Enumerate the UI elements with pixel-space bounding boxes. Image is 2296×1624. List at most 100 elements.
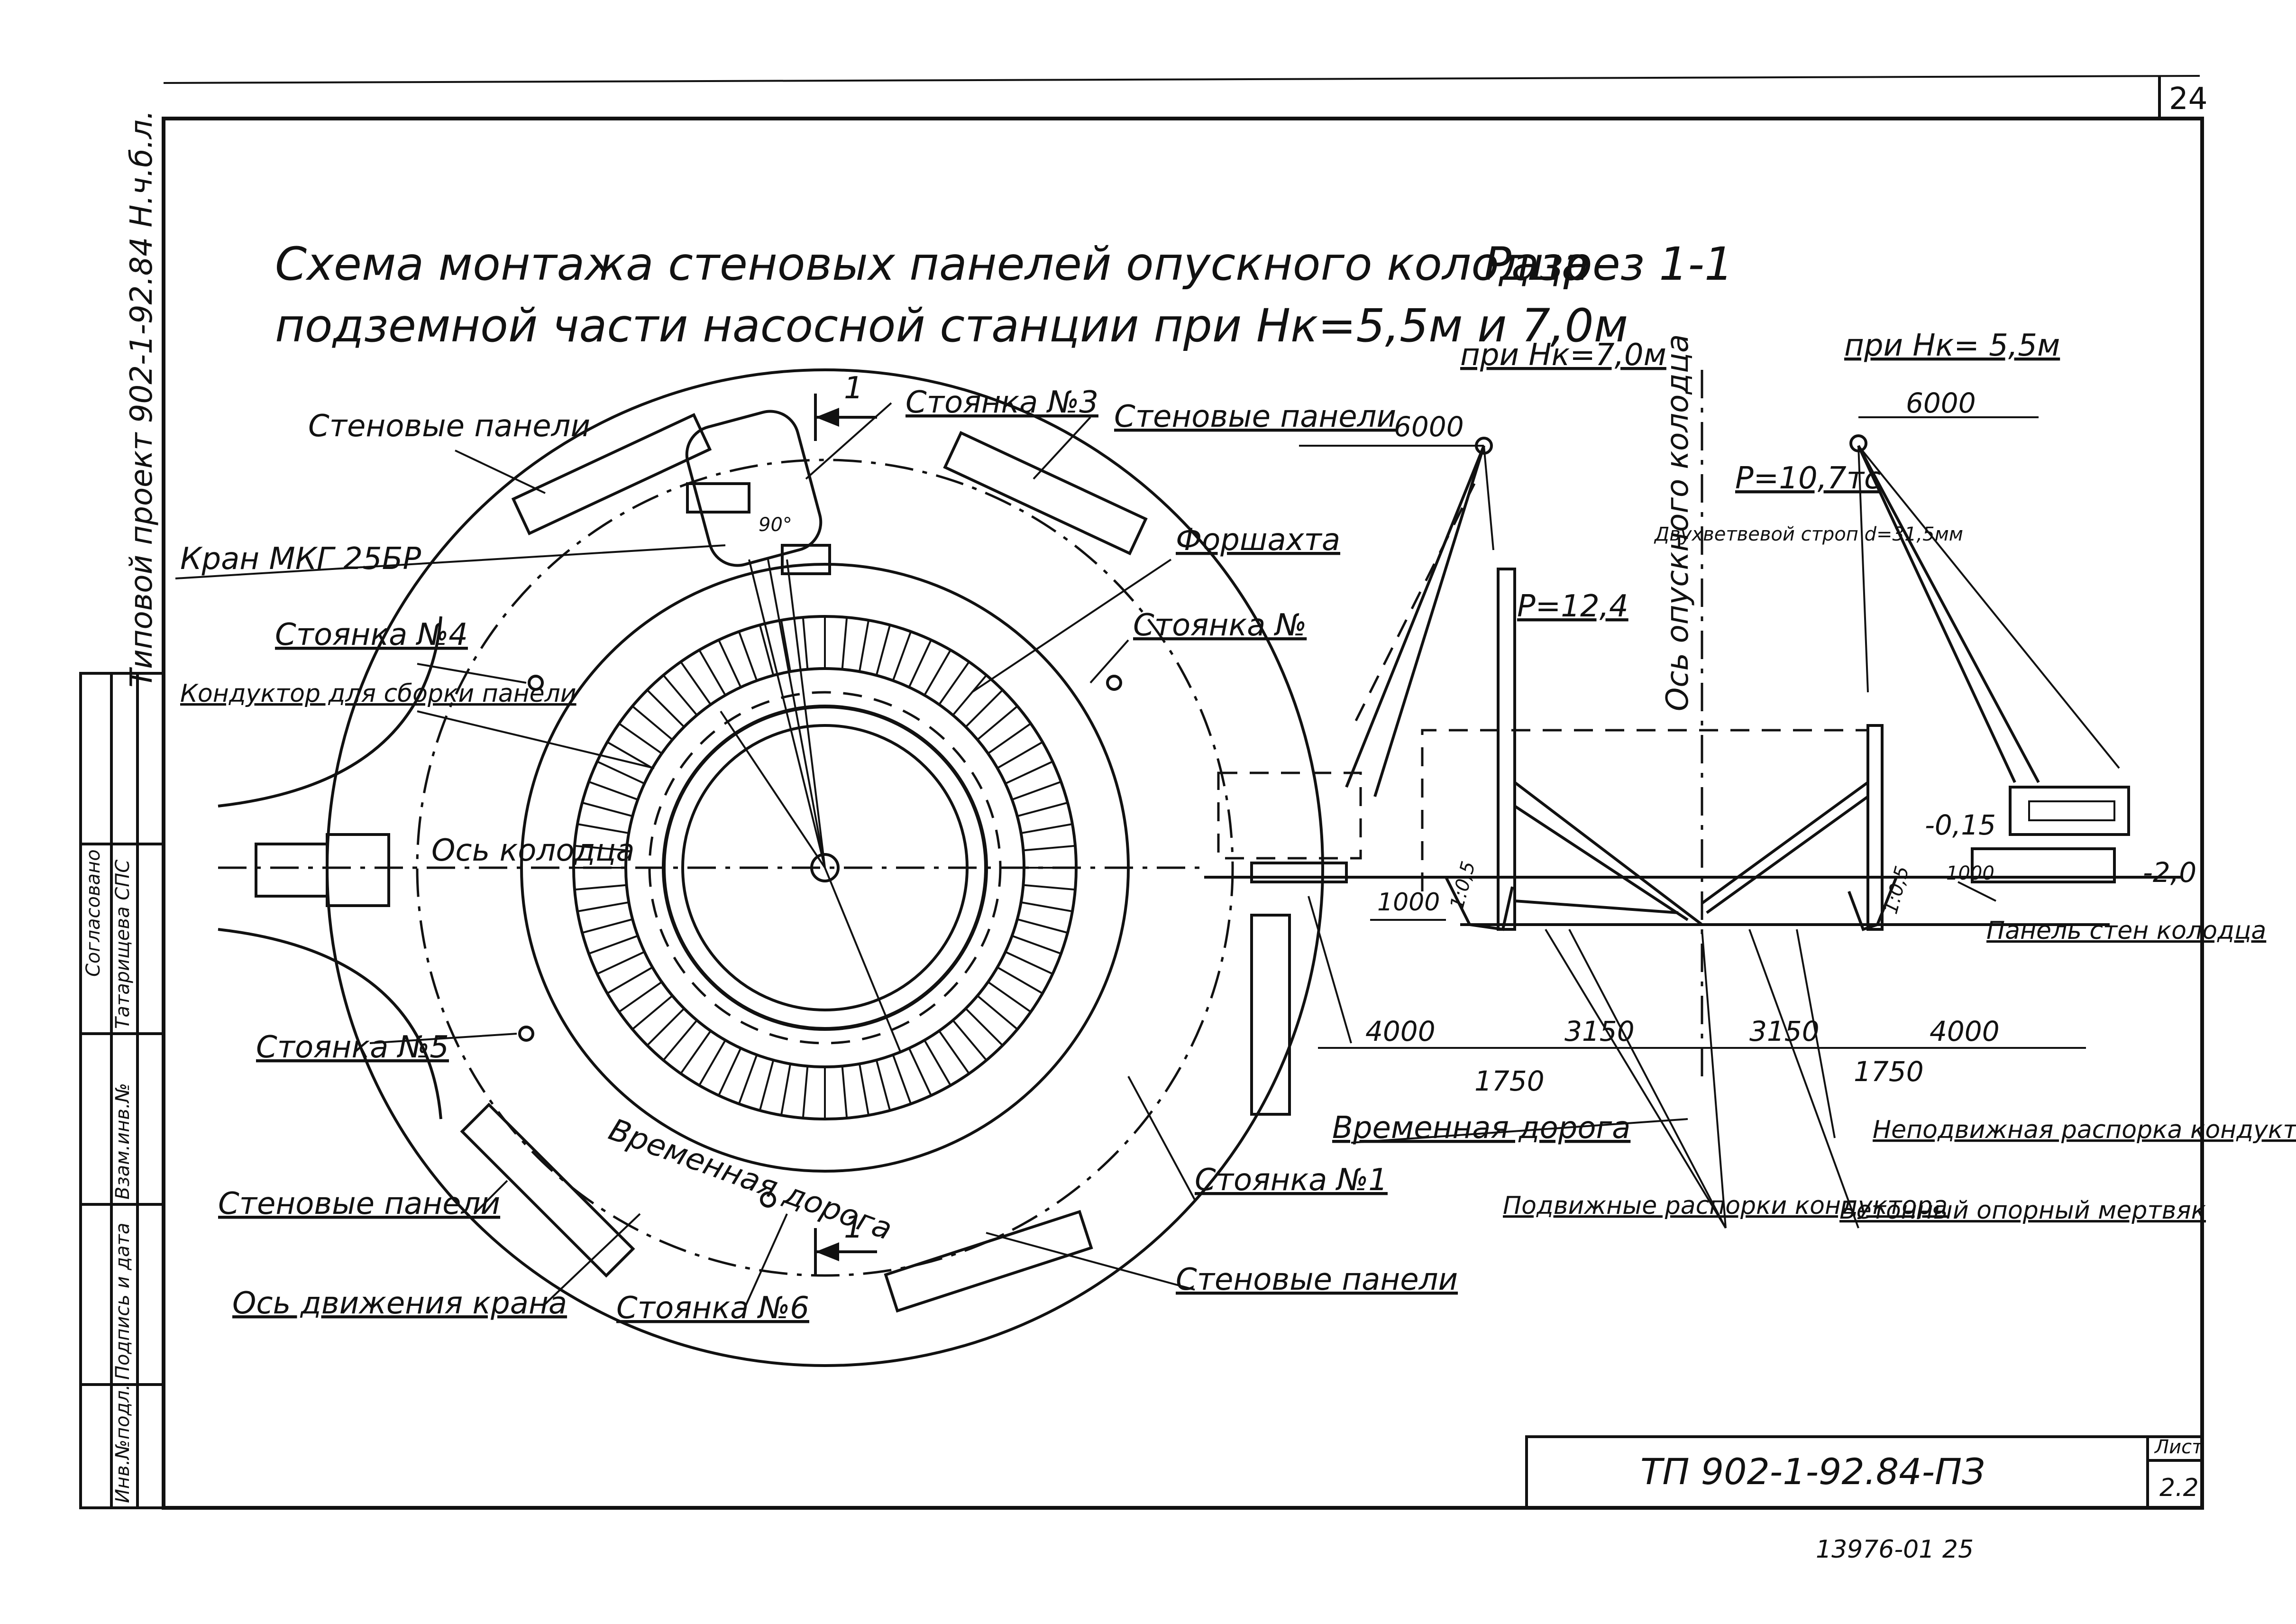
forshakhta-tick	[1023, 844, 1076, 852]
label-conductor: Кондуктор для сборки панели	[180, 679, 576, 708]
label-stop2: Стоянка №	[1133, 608, 1307, 643]
forshakhta-tick	[662, 1019, 698, 1061]
label-stop3: Стоянка №3	[906, 385, 1098, 420]
forshakhta-tick	[646, 689, 685, 728]
title-block: ТП 902-1-92.84-ПЗ Лист 2.2	[1525, 1435, 2204, 1509]
forshakhta-tick	[1017, 801, 1068, 817]
forshakhta-tick	[718, 639, 742, 688]
label-well-axis: Ось колодца	[431, 833, 635, 868]
stop-6-marker	[760, 1192, 776, 1208]
stop-2-marker	[1106, 675, 1122, 691]
label-wall-panels-top: Стеновые панели	[1114, 399, 1396, 434]
forshakhta-tick	[1023, 884, 1076, 891]
label-panel-wall: Панель стен колодца	[1986, 917, 2266, 945]
load-right: Р=10,7тс	[1735, 461, 1881, 496]
forshakhta-tick	[596, 761, 645, 785]
forshakhta-tick	[596, 951, 645, 975]
forshakhta-tick	[618, 723, 663, 754]
forshakhta-tick	[718, 1047, 742, 1096]
label-wall-panels-tl: Стеновые панели	[308, 409, 590, 444]
label-fixed-strut: Неподвижная распорка кондуктора	[1873, 1116, 2296, 1144]
wall-panel-right	[1866, 724, 1884, 931]
dim-top-left: 6000	[1394, 411, 1464, 443]
forshakhta-tick	[582, 801, 633, 817]
forshakhta-tick	[952, 674, 988, 716]
forshakhta-tick	[646, 1008, 685, 1046]
dim-4000-left: 4000	[1365, 1015, 1436, 1047]
forshakhta-tick	[965, 689, 1004, 728]
label-movable-struts: Подвижные распорки кондуктора	[1503, 1192, 1948, 1220]
forshakhta-tick	[841, 617, 848, 670]
forshakhta-tick	[759, 624, 775, 676]
truck-on-axis	[255, 833, 390, 907]
top-trim-line	[163, 75, 2200, 84]
dim-1750-left: 1750	[1474, 1065, 1545, 1097]
stamp-row-3: Взам.инв.№	[112, 1083, 134, 1200]
forshakhta-tick	[1011, 935, 1061, 955]
label-crane-axis: Ось движения крана	[232, 1286, 567, 1321]
forshakhta-tick	[574, 884, 627, 891]
forshakhta-tick	[780, 1064, 792, 1116]
forshakhta-tick	[997, 741, 1043, 769]
left-stamp-table: Согласовано Татарищева СПС Взам.инв.№ По…	[79, 672, 165, 1509]
section-title: Разрез 1-1	[1484, 238, 1733, 291]
panel-outline-dashed	[1421, 729, 1869, 891]
footer-number: 13976-01 25	[1816, 1535, 1974, 1564]
forshakhta-tick	[924, 650, 951, 696]
forshakhta-tick	[892, 1054, 912, 1104]
forshakhta-tick	[631, 995, 673, 1030]
forshakhta-tick	[698, 650, 726, 696]
wall-panel-stack-r	[1250, 914, 1291, 1116]
forshakhta-tick	[631, 705, 673, 741]
forshakhta-tick	[924, 1039, 951, 1086]
forshakhta-tick	[577, 823, 629, 835]
svg-text:1: 1	[844, 1210, 863, 1245]
level-20: -2,0	[2143, 856, 2196, 889]
stop-4-marker	[528, 675, 544, 691]
forshakhta-tick	[738, 631, 758, 681]
forshakhta-tick	[698, 1039, 726, 1086]
forshakhta-tick	[1005, 951, 1053, 975]
slope-right: 1:0,5	[1880, 864, 1913, 917]
forshakhta-tick	[977, 705, 1018, 741]
forshakhta-tick	[662, 674, 698, 716]
sheet-number: 2.2	[2159, 1474, 2199, 1502]
forshakhta-tick	[987, 981, 1032, 1013]
stamp-row-1: Согласовано	[82, 849, 104, 977]
fixed-strut	[1701, 781, 1869, 914]
forshakhta-tick	[908, 639, 932, 688]
forshakhta-tick	[780, 620, 792, 672]
dim-1750-right: 1750	[1854, 1055, 1924, 1088]
well-axis-vertical-label: Ось опускного колодца	[1660, 334, 1695, 711]
forshakhta-tick	[875, 624, 891, 676]
label-stop6: Стоянка №6	[616, 1291, 809, 1326]
forshakhta-tick	[977, 995, 1018, 1030]
forshakhta-tick	[997, 966, 1043, 994]
section-subtitle-7m: при Нк=7,0м	[1460, 338, 1666, 373]
forshakhta-tick	[892, 631, 912, 681]
label-temp-road-section: Временная дорога	[1332, 1110, 1630, 1146]
forshakhta-tick	[841, 1066, 848, 1119]
document-code: ТП 902-1-92.84-ПЗ	[1640, 1450, 1985, 1493]
forshakhta-tick	[607, 741, 653, 769]
forshakhta-tick	[938, 661, 970, 706]
forshakhta-tick	[965, 1008, 1004, 1046]
forshakhta-tick	[1005, 761, 1053, 785]
stamp-row-2: Татарищева СПС	[112, 860, 134, 1029]
crane-left	[1217, 437, 1494, 883]
label-stop5: Стоянка №5	[256, 1030, 449, 1065]
forshakhta-tick	[987, 723, 1032, 754]
forshakhta-tick	[588, 780, 639, 801]
crane-right	[1849, 434, 2130, 883]
forshakhta-tick	[908, 1047, 932, 1096]
stamp-row-5: Инв.№подл.	[112, 1384, 134, 1503]
section-mark-top: 1	[814, 371, 877, 441]
radius-line-2	[720, 710, 826, 869]
crane-axis-circle	[416, 459, 1234, 1277]
svg-text:1: 1	[844, 371, 863, 406]
boom-angle-label: 90°	[759, 514, 792, 536]
forshakhta-tick	[588, 935, 639, 955]
forshakhta-tick	[802, 1066, 809, 1119]
forshakhta-tick	[759, 1060, 775, 1111]
label-crane: Кран МКГ 25БР	[180, 541, 421, 577]
